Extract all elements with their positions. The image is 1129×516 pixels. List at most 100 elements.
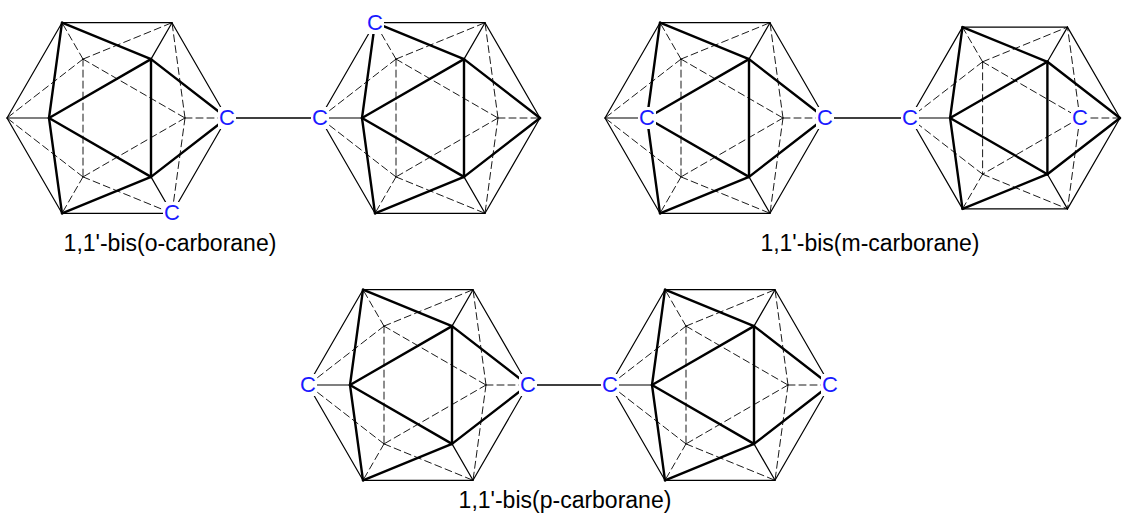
cage-edge [963, 174, 1048, 209]
cage-edge [308, 290, 363, 385]
cage-edge [452, 385, 528, 444]
cage-edge [362, 59, 464, 118]
hidden-cage-edge [83, 23, 172, 59]
cage-edge [605, 23, 660, 118]
hidden-cage-edge [910, 118, 983, 174]
cage-edge [464, 177, 485, 213]
cage-edge [463, 59, 465, 177]
hidden-cage-edge [320, 118, 396, 177]
cage-edge [485, 23, 540, 118]
cage-edge [7, 23, 62, 118]
cage-edge [665, 480, 775, 481]
cage-edge [49, 118, 151, 177]
cage-edge [363, 289, 473, 290]
cage-edge [665, 289, 775, 290]
cage-edge [749, 118, 825, 177]
cage-edge [375, 23, 464, 59]
cage-edge [610, 290, 665, 385]
cage-edge [375, 177, 464, 213]
cage-edge [464, 118, 540, 177]
hidden-cage-edge [7, 59, 83, 118]
cage-edge [1068, 27, 1121, 118]
cage-edge [1068, 118, 1121, 209]
cage-edge [647, 118, 749, 177]
cage-edge [62, 22, 172, 23]
hidden-cage-edge [485, 23, 498, 118]
cage-edge [375, 22, 485, 23]
cage-edge [452, 326, 528, 385]
hidden-cage-edge [775, 290, 788, 385]
hidden-cage-edge [1068, 118, 1080, 209]
cage-edge [363, 444, 452, 480]
cage-edge [363, 290, 452, 326]
carbon-atom-label: C [163, 202, 181, 224]
cage-edge [320, 118, 375, 213]
cage-edge [172, 118, 227, 213]
cage-edge [910, 27, 963, 118]
cage-edge [963, 27, 1048, 62]
hidden-cage-edge [610, 326, 686, 385]
cage-edge [963, 208, 1068, 209]
compound-caption: 1,1'-bis(m-carborane) [760, 232, 979, 255]
hidden-cage-edge [983, 27, 1068, 62]
hidden-cage-edge [83, 177, 172, 213]
cage-edge [1047, 27, 1067, 62]
hidden-cage-edge [473, 290, 486, 385]
cage-edge [770, 23, 825, 118]
cage-edge [754, 385, 830, 444]
cage-edge [605, 118, 660, 213]
hidden-cage-edge [686, 290, 775, 326]
cage-edge [151, 59, 227, 118]
cage-edge [350, 326, 452, 385]
cage-edge [350, 290, 363, 385]
cage-edge [362, 118, 375, 213]
carbon-atom-label: C [901, 107, 919, 129]
hidden-cage-edge [473, 385, 486, 480]
cage-edge [150, 59, 152, 177]
cc-bond [825, 117, 910, 118]
hidden-cage-edge [1068, 27, 1080, 118]
cage-edge [749, 23, 770, 59]
cage-edge [1047, 174, 1067, 209]
cage-edge [375, 213, 485, 214]
cage-edge [665, 444, 754, 480]
hidden-cage-edge [384, 290, 473, 326]
cage-edge [647, 23, 660, 118]
hidden-cage-edge [485, 118, 498, 213]
hidden-cage-edge [172, 118, 185, 213]
cage-edge [660, 177, 749, 213]
hidden-cage-edge [770, 118, 783, 213]
cage-edge [749, 177, 770, 213]
cage-edge [652, 385, 754, 444]
cage-edge [950, 62, 1047, 118]
cage-edge [7, 118, 62, 213]
cage-edge [754, 326, 830, 385]
cage-edge [660, 22, 770, 23]
carbon-atom-label: C [218, 107, 236, 129]
hidden-cage-edge [396, 59, 397, 177]
cage-edge [151, 118, 227, 177]
cage-edge [151, 23, 172, 59]
hidden-cage-edge [7, 118, 83, 177]
carbon-atom-label: C [821, 374, 839, 396]
hidden-cage-edge [320, 59, 396, 118]
carbon-atom-label: C [519, 374, 537, 396]
hidden-cage-edge [308, 326, 384, 385]
cage-edge [660, 213, 770, 214]
carbon-atom-label: C [638, 107, 656, 129]
hidden-cage-edge [83, 59, 84, 177]
cage-edge [647, 59, 749, 118]
cage-edge [652, 290, 665, 385]
hidden-cage-edge [396, 23, 485, 59]
hidden-cage-edge [498, 118, 540, 119]
cage-edge [363, 480, 473, 481]
cage-edge [464, 23, 485, 59]
cage-edge [749, 59, 825, 118]
cage-edge [775, 290, 830, 385]
cage-edge [62, 213, 172, 214]
hidden-cage-edge [982, 62, 983, 174]
hidden-cage-edge [775, 385, 788, 480]
cage-edge [748, 59, 750, 177]
cc-bond [227, 117, 320, 118]
